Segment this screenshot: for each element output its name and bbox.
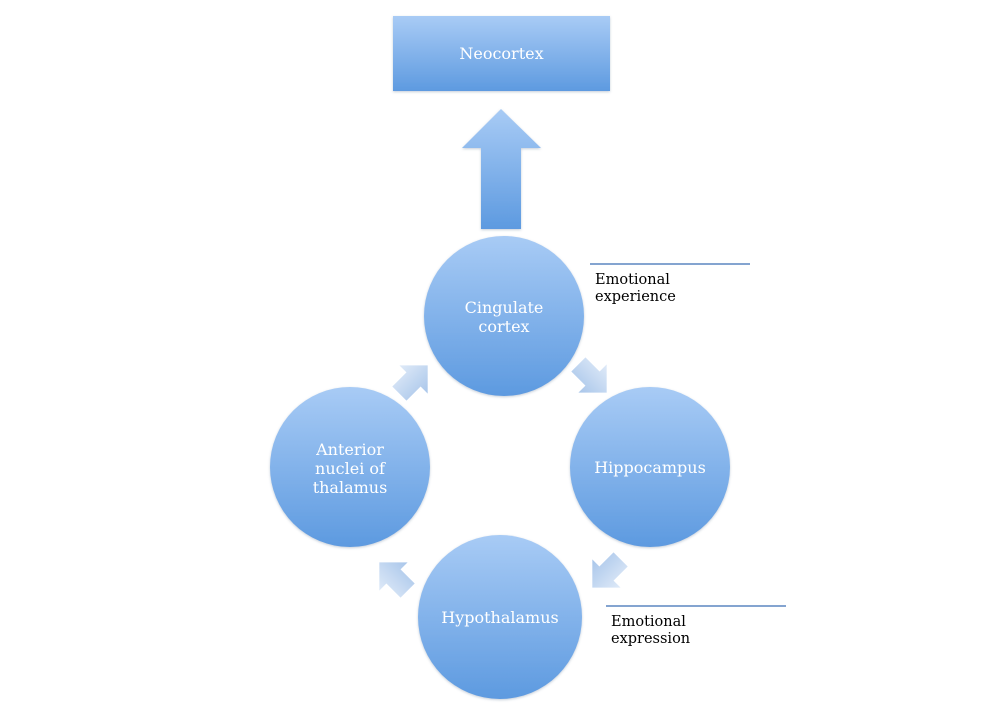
arrow-cingulate-to-hippocampus (571, 357, 607, 393)
expression-line-1: Emotional (611, 614, 686, 630)
thalamus-node: Anterior nuclei of thalamus (270, 387, 430, 547)
experience-line-1: Emotional (595, 272, 670, 288)
arrow-hippocampus-to-hypothalamus (592, 552, 628, 588)
annotation-emotional-experience: Emotional experience (590, 263, 750, 305)
hypothalamus-label: Hypothalamus (441, 608, 558, 627)
cingulate-label-line-2: cortex (478, 317, 529, 336)
thalamus-label-line-1: Anterior (315, 440, 384, 459)
hippocampus-label: Hippocampus (594, 458, 706, 477)
cingulate-label-line-1: Cingulate (465, 298, 544, 317)
experience-line-2: experience (595, 289, 676, 305)
up-arrow (462, 109, 541, 229)
hippocampus-node: Hippocampus (570, 387, 730, 547)
thalamus-label-line-2: nuclei of (315, 459, 386, 478)
annotation-emotional-expression: Emotional expression (606, 605, 786, 647)
neocortex-node: Neocortex (393, 16, 610, 91)
cingulate-cortex-node: Cingulate cortex (424, 236, 584, 396)
expression-line-2: expression (611, 631, 690, 647)
hypothalamus-node: Hypothalamus (418, 535, 582, 699)
thalamus-label-line-3: thalamus (313, 478, 388, 497)
arrow-hypothalamus-to-thalamus (379, 562, 415, 598)
neocortex-label: Neocortex (459, 44, 543, 63)
arrow-thalamus-to-cingulate (392, 365, 428, 401)
